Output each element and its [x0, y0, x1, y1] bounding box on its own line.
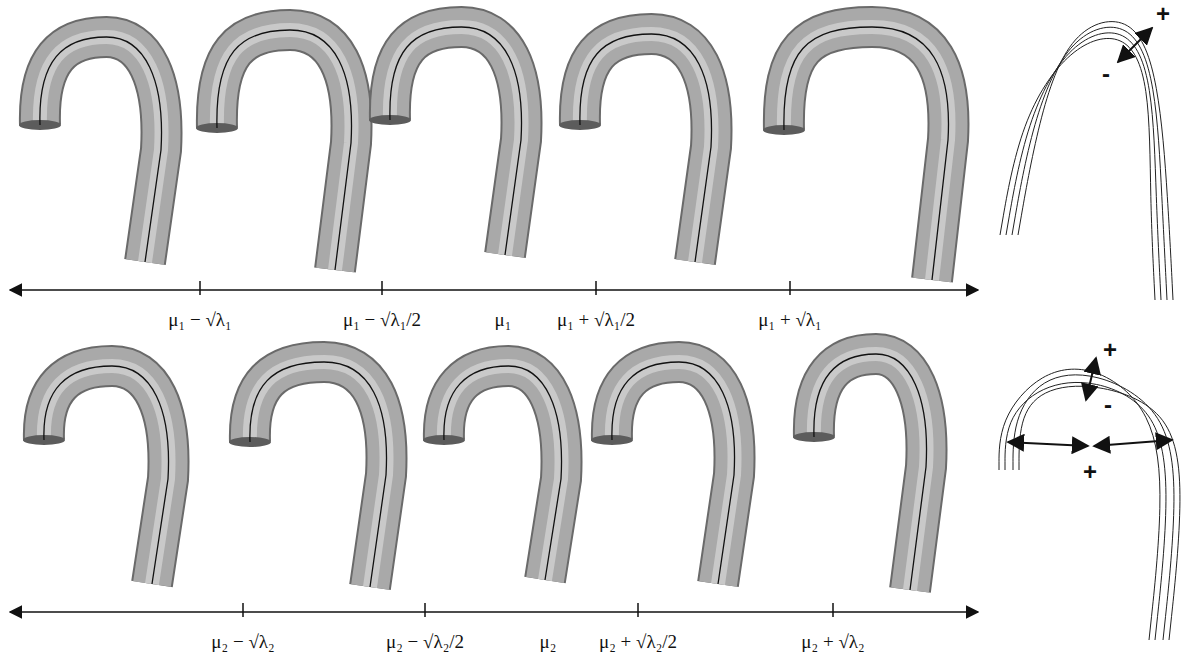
axis-tick [242, 603, 244, 617]
axis-tick [424, 603, 426, 617]
centerline [612, 362, 735, 584]
direction-sign: - [1102, 61, 1110, 87]
outline-sketch [1000, 38, 1155, 300]
axis-label: μ₁ + √λ₁/2 [557, 310, 635, 331]
aorta-model [369, 27, 522, 255]
aorta-model [793, 354, 927, 590]
aorta-wall [580, 34, 712, 262]
aorta-surface [580, 34, 712, 262]
aorta-highlight [217, 30, 352, 270]
aorta-surface [40, 37, 162, 262]
outline-sketch [1006, 33, 1161, 300]
aorta-surface [784, 27, 949, 280]
aorta-highlight [784, 27, 949, 280]
axis-label: μ₁ [495, 310, 512, 331]
axis-label: μ₂ − √λ₂ [211, 632, 274, 653]
aorta-wall [784, 27, 949, 280]
axis-label: μ₁ + √λ₁ [758, 310, 821, 331]
aorta-wall [217, 30, 352, 270]
aorta-highlight [390, 27, 522, 255]
aorta-wall [40, 37, 162, 262]
axis-tick [637, 603, 639, 617]
aorta-wall [44, 366, 169, 584]
mode-arrow [1086, 358, 1096, 400]
aorta-model [23, 366, 169, 584]
aorta-surface [390, 27, 522, 255]
aorta-surface [612, 362, 735, 584]
centerline [40, 37, 162, 262]
axis-tick [381, 281, 383, 295]
axis-line [10, 289, 978, 291]
outline-sketch [1005, 382, 1166, 640]
outline-sketch [999, 369, 1160, 640]
centerline [784, 27, 949, 280]
aorta-model [559, 34, 712, 262]
outline-sketch [1013, 375, 1174, 640]
aorta-model [591, 362, 735, 584]
aorta-highlight [40, 37, 162, 262]
axis-tick [595, 281, 597, 295]
mode-arrow [1118, 28, 1152, 62]
aorta-highlight [250, 362, 387, 587]
aorta-model [763, 27, 948, 280]
aorta-model [19, 37, 162, 262]
aorta-model [196, 30, 351, 270]
outline-sketch [1019, 386, 1180, 640]
aorta-model [423, 366, 562, 580]
direction-sign: + [1103, 337, 1117, 363]
direction-sign: + [1083, 459, 1097, 485]
outline-sketch [1012, 27, 1167, 300]
direction-sign: + [1156, 1, 1170, 27]
aorta-surface [250, 362, 387, 587]
axis-label: μ₁ − √λ₁/2 [343, 310, 421, 331]
aorta-wall [612, 362, 735, 584]
centerline [814, 354, 927, 590]
mode-arrow [1008, 442, 1088, 446]
aorta-wall [444, 366, 562, 580]
axis-label: μ₂ [540, 632, 557, 653]
centerline [250, 362, 387, 587]
aorta-model [229, 362, 386, 587]
aorta-wall [250, 362, 387, 587]
axis-tick [832, 603, 834, 617]
axis-label: μ₂ − √λ₂/2 [386, 632, 464, 653]
direction-sign: - [1104, 392, 1112, 418]
axis-label: μ₁ − √λ₁ [168, 310, 231, 331]
mode-arrow [1094, 440, 1172, 446]
outline-sketch [1018, 22, 1173, 300]
aorta-highlight [444, 366, 562, 580]
aorta-highlight [580, 34, 712, 262]
axis-tick [789, 281, 791, 295]
aorta-highlight [814, 354, 927, 590]
aorta-surface [217, 30, 352, 270]
axis-label: μ₂ + √λ₂ [801, 632, 864, 653]
aorta-surface [814, 354, 927, 590]
axis-tick [199, 281, 201, 295]
centerline [390, 27, 522, 255]
centerline [580, 34, 712, 262]
aorta-highlight [44, 366, 169, 584]
axis-label: μ₂ + √λ₂/2 [599, 632, 677, 653]
centerline [444, 366, 562, 580]
aorta-highlight [612, 362, 735, 584]
centerline [217, 30, 352, 270]
aorta-wall [390, 27, 522, 255]
aorta-wall [814, 354, 927, 590]
aorta-surface [444, 366, 562, 580]
centerline [44, 366, 169, 584]
aorta-surface [44, 366, 169, 584]
